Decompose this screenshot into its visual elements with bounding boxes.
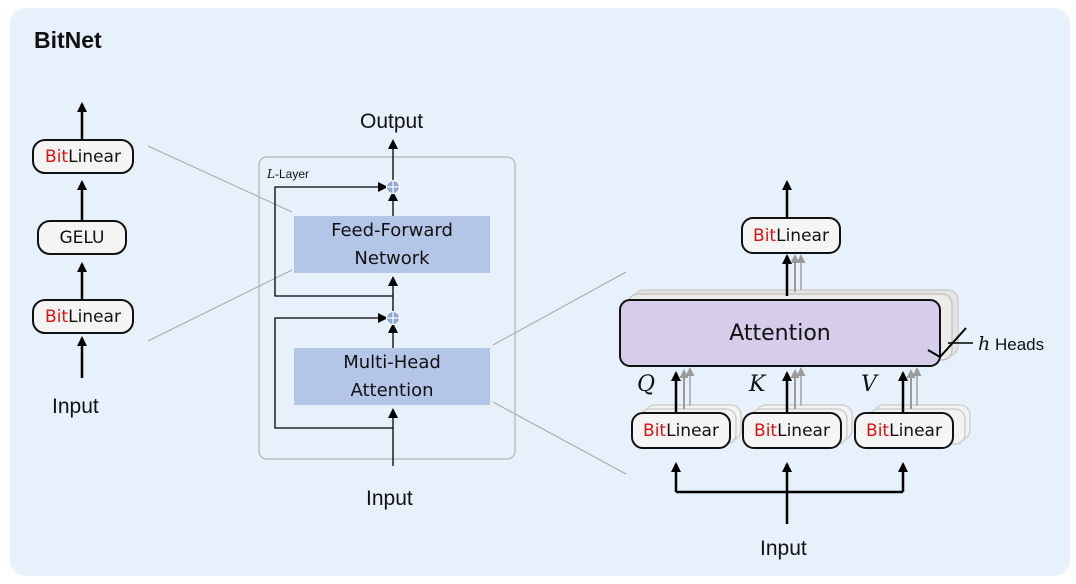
layer-suffix: -Layer bbox=[274, 167, 309, 181]
heads-label: h Heads bbox=[978, 333, 1044, 355]
attention-detail bbox=[619, 180, 973, 524]
mha-label-line2: Attention bbox=[350, 379, 434, 401]
linear-suffix: Linear bbox=[68, 306, 121, 327]
connector-mha-bottom bbox=[492, 401, 627, 475]
bit-prefix: Bit bbox=[45, 306, 69, 327]
attention-label: Attention bbox=[729, 320, 831, 346]
transformer-input-label: Input bbox=[366, 487, 413, 510]
ffn-label: Feed-Forward Network bbox=[294, 216, 490, 273]
bit-prefix: Bit bbox=[753, 225, 777, 246]
connector-mha-top bbox=[492, 271, 627, 346]
mha-label: Multi-Head Attention bbox=[294, 348, 490, 405]
output-label: Output bbox=[360, 110, 424, 133]
heads-text: Heads bbox=[994, 335, 1045, 354]
ffn-label-line1: Feed-Forward bbox=[331, 219, 453, 241]
attention-input-label: Input bbox=[760, 537, 807, 560]
linear-suffix: Linear bbox=[68, 146, 121, 167]
left-input-label: Input bbox=[52, 395, 99, 418]
heads-brace bbox=[927, 327, 967, 359]
v-label: V bbox=[861, 372, 877, 397]
transformer-block bbox=[258, 139, 516, 466]
bit-prefix: Bit bbox=[45, 146, 69, 167]
linear-suffix: Linear bbox=[776, 225, 829, 246]
attention-block bbox=[619, 299, 941, 367]
linear-suffix: Linear bbox=[777, 420, 830, 441]
bitlinear-output-box bbox=[741, 217, 841, 254]
gelu-label: GELU bbox=[59, 227, 105, 248]
connector-ffn-bottom bbox=[147, 269, 293, 342]
linear-suffix: Linear bbox=[666, 420, 719, 441]
ffn-block bbox=[294, 216, 490, 273]
diagram-title: BitNet bbox=[34, 27, 102, 53]
layer-container bbox=[258, 156, 516, 460]
linear-suffix: Linear bbox=[889, 420, 942, 441]
bitlinear-q-box bbox=[631, 412, 731, 449]
left-ffn-stack bbox=[32, 102, 134, 378]
k-label: K bbox=[749, 372, 766, 397]
residual-path-ffn bbox=[274, 182, 393, 297]
ffn-label-line2: Network bbox=[354, 247, 430, 269]
bit-prefix: Bit bbox=[754, 420, 778, 441]
layer-count-label: L-Layer bbox=[267, 167, 309, 181]
heads-symbol: h bbox=[978, 333, 991, 355]
connector-ffn-top bbox=[147, 145, 293, 213]
mha-block bbox=[294, 348, 490, 405]
zoom-connectors bbox=[147, 145, 627, 475]
q-label: Q bbox=[637, 372, 656, 397]
bit-prefix: Bit bbox=[866, 420, 890, 441]
mha-label-line1: Multi-Head bbox=[343, 351, 441, 373]
residual-path-mha bbox=[274, 313, 393, 429]
layer-symbol: L bbox=[267, 167, 275, 181]
bit-prefix: Bit bbox=[643, 420, 667, 441]
bitlinear-k-box bbox=[742, 412, 842, 449]
